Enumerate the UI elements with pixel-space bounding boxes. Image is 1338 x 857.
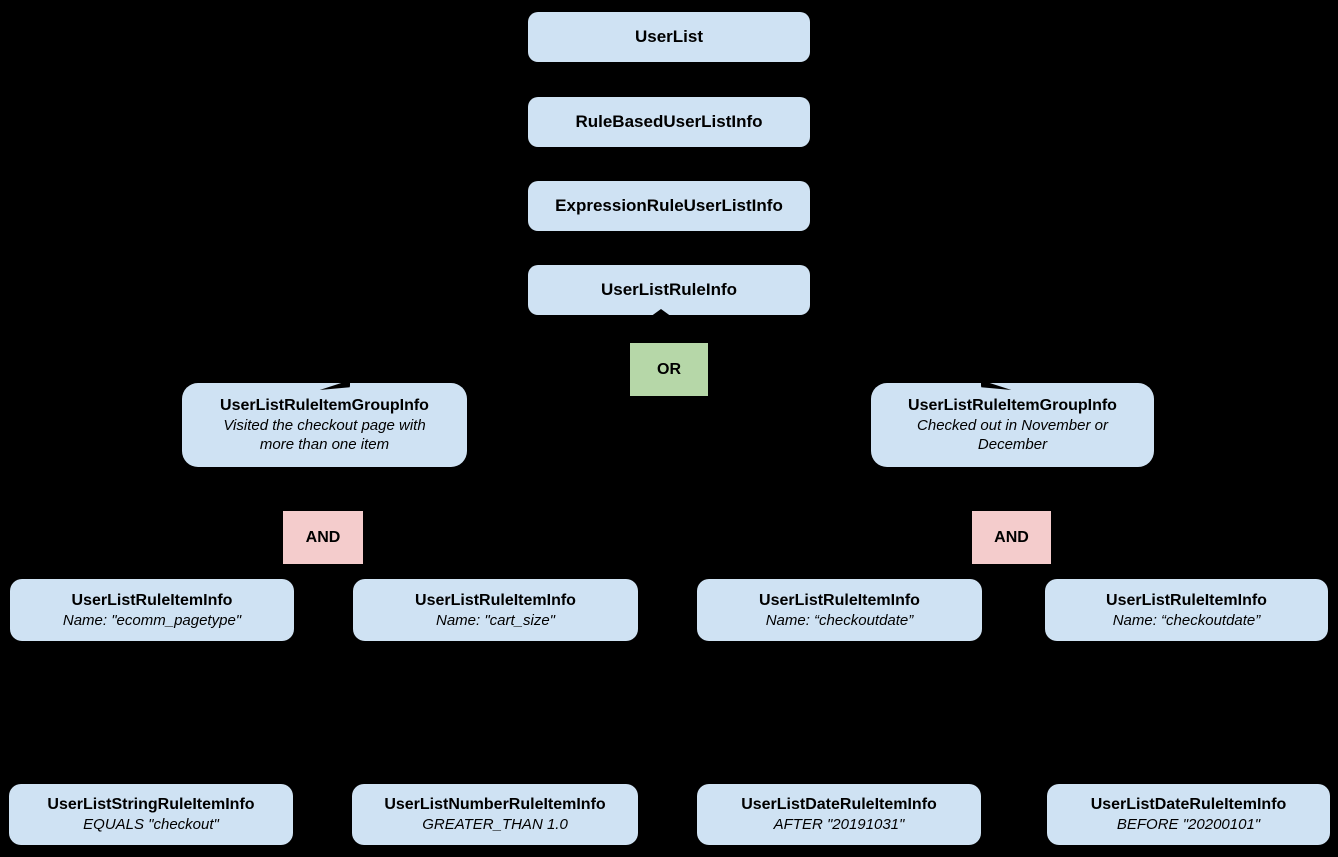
leaf-node-date-ruleitem-before: UserListDateRuleItemInfo BEFORE "2020010… bbox=[1047, 784, 1330, 845]
arrowhead-icon bbox=[320, 378, 351, 392]
node-title: UserList bbox=[634, 27, 704, 46]
node-subtitle: Name: "ecomm_pagetype" bbox=[62, 611, 242, 629]
ruleitem-node-ecomm-pagetype: UserListRuleItemInfo Name: "ecomm_pagety… bbox=[10, 579, 294, 641]
node-userlistruleinfo: UserListRuleInfo bbox=[528, 265, 810, 317]
node-rulebaseduserlistinfo: RuleBasedUserListInfo bbox=[528, 97, 810, 147]
ruleitem-node-checkoutdate-after: UserListRuleItemInfo Name: “checkoutdate… bbox=[697, 579, 982, 641]
node-title: ExpressionRuleUserListInfo bbox=[555, 196, 783, 215]
or-operator-box: OR bbox=[630, 343, 708, 396]
node-title: UserListRuleInfo bbox=[600, 280, 738, 299]
node-title: UserListRuleItemInfo bbox=[1106, 591, 1267, 609]
group-node-checked-out-nov-dec: UserListRuleItemGroupInfo Checked out in… bbox=[871, 383, 1154, 467]
node-title: RuleBasedUserListInfo bbox=[575, 112, 763, 131]
node-title: UserListRuleItemGroupInfo bbox=[220, 397, 429, 414]
node-title: UserListRuleItemInfo bbox=[71, 591, 233, 609]
and-operator-box-left: AND bbox=[283, 511, 363, 564]
node-title: UserListNumberRuleItemInfo bbox=[384, 796, 606, 813]
leaf-node-string-ruleitem: UserListStringRuleItemInfo EQUALS "check… bbox=[9, 784, 293, 845]
node-subtitle: BEFORE "20200101" bbox=[1116, 816, 1261, 833]
or-operator-label: OR bbox=[657, 360, 681, 378]
node-subtitle: Name: “checkoutdate” bbox=[765, 611, 914, 629]
node-description: Visited the checkout page with more than… bbox=[223, 417, 426, 453]
node-title: UserListRuleItemInfo bbox=[759, 591, 920, 609]
node-title: UserListRuleItemGroupInfo bbox=[908, 397, 1117, 414]
node-subtitle: AFTER "20191031" bbox=[773, 816, 905, 833]
arrowhead-icon bbox=[650, 309, 672, 317]
node-expressionruleuserlistinfo: ExpressionRuleUserListInfo bbox=[528, 181, 810, 231]
node-title: UserListDateRuleItemInfo bbox=[741, 796, 937, 813]
node-subtitle: Name: “checkoutdate” bbox=[1112, 611, 1261, 629]
leaf-node-date-ruleitem-after: UserListDateRuleItemInfo AFTER "20191031… bbox=[697, 784, 981, 845]
group-node-checkout-page: UserListRuleItemGroupInfo Visited the ch… bbox=[182, 383, 467, 467]
arrowhead-icon bbox=[981, 378, 1012, 392]
node-userlist: UserList bbox=[528, 12, 810, 62]
and-operator-box-right: AND bbox=[972, 511, 1051, 564]
and-operator-label: AND bbox=[305, 528, 341, 546]
node-subtitle: EQUALS "checkout" bbox=[83, 816, 219, 833]
node-title: UserListDateRuleItemInfo bbox=[1090, 796, 1287, 813]
node-description: Checked out in November or December bbox=[917, 417, 1108, 453]
node-subtitle: Name: "cart_size" bbox=[435, 611, 556, 629]
node-title: UserListRuleItemInfo bbox=[415, 591, 576, 609]
leaf-node-number-ruleitem: UserListNumberRuleItemInfo GREATER_THAN … bbox=[352, 784, 638, 845]
node-title: UserListStringRuleItemInfo bbox=[47, 796, 255, 813]
node-subtitle: GREATER_THAN 1.0 bbox=[422, 816, 568, 833]
ruleitem-node-checkoutdate-before: UserListRuleItemInfo Name: “checkoutdate… bbox=[1045, 579, 1328, 641]
ruleitem-node-cart-size: UserListRuleItemInfo Name: "cart_size" bbox=[353, 579, 638, 641]
and-operator-label: AND bbox=[994, 528, 1029, 546]
